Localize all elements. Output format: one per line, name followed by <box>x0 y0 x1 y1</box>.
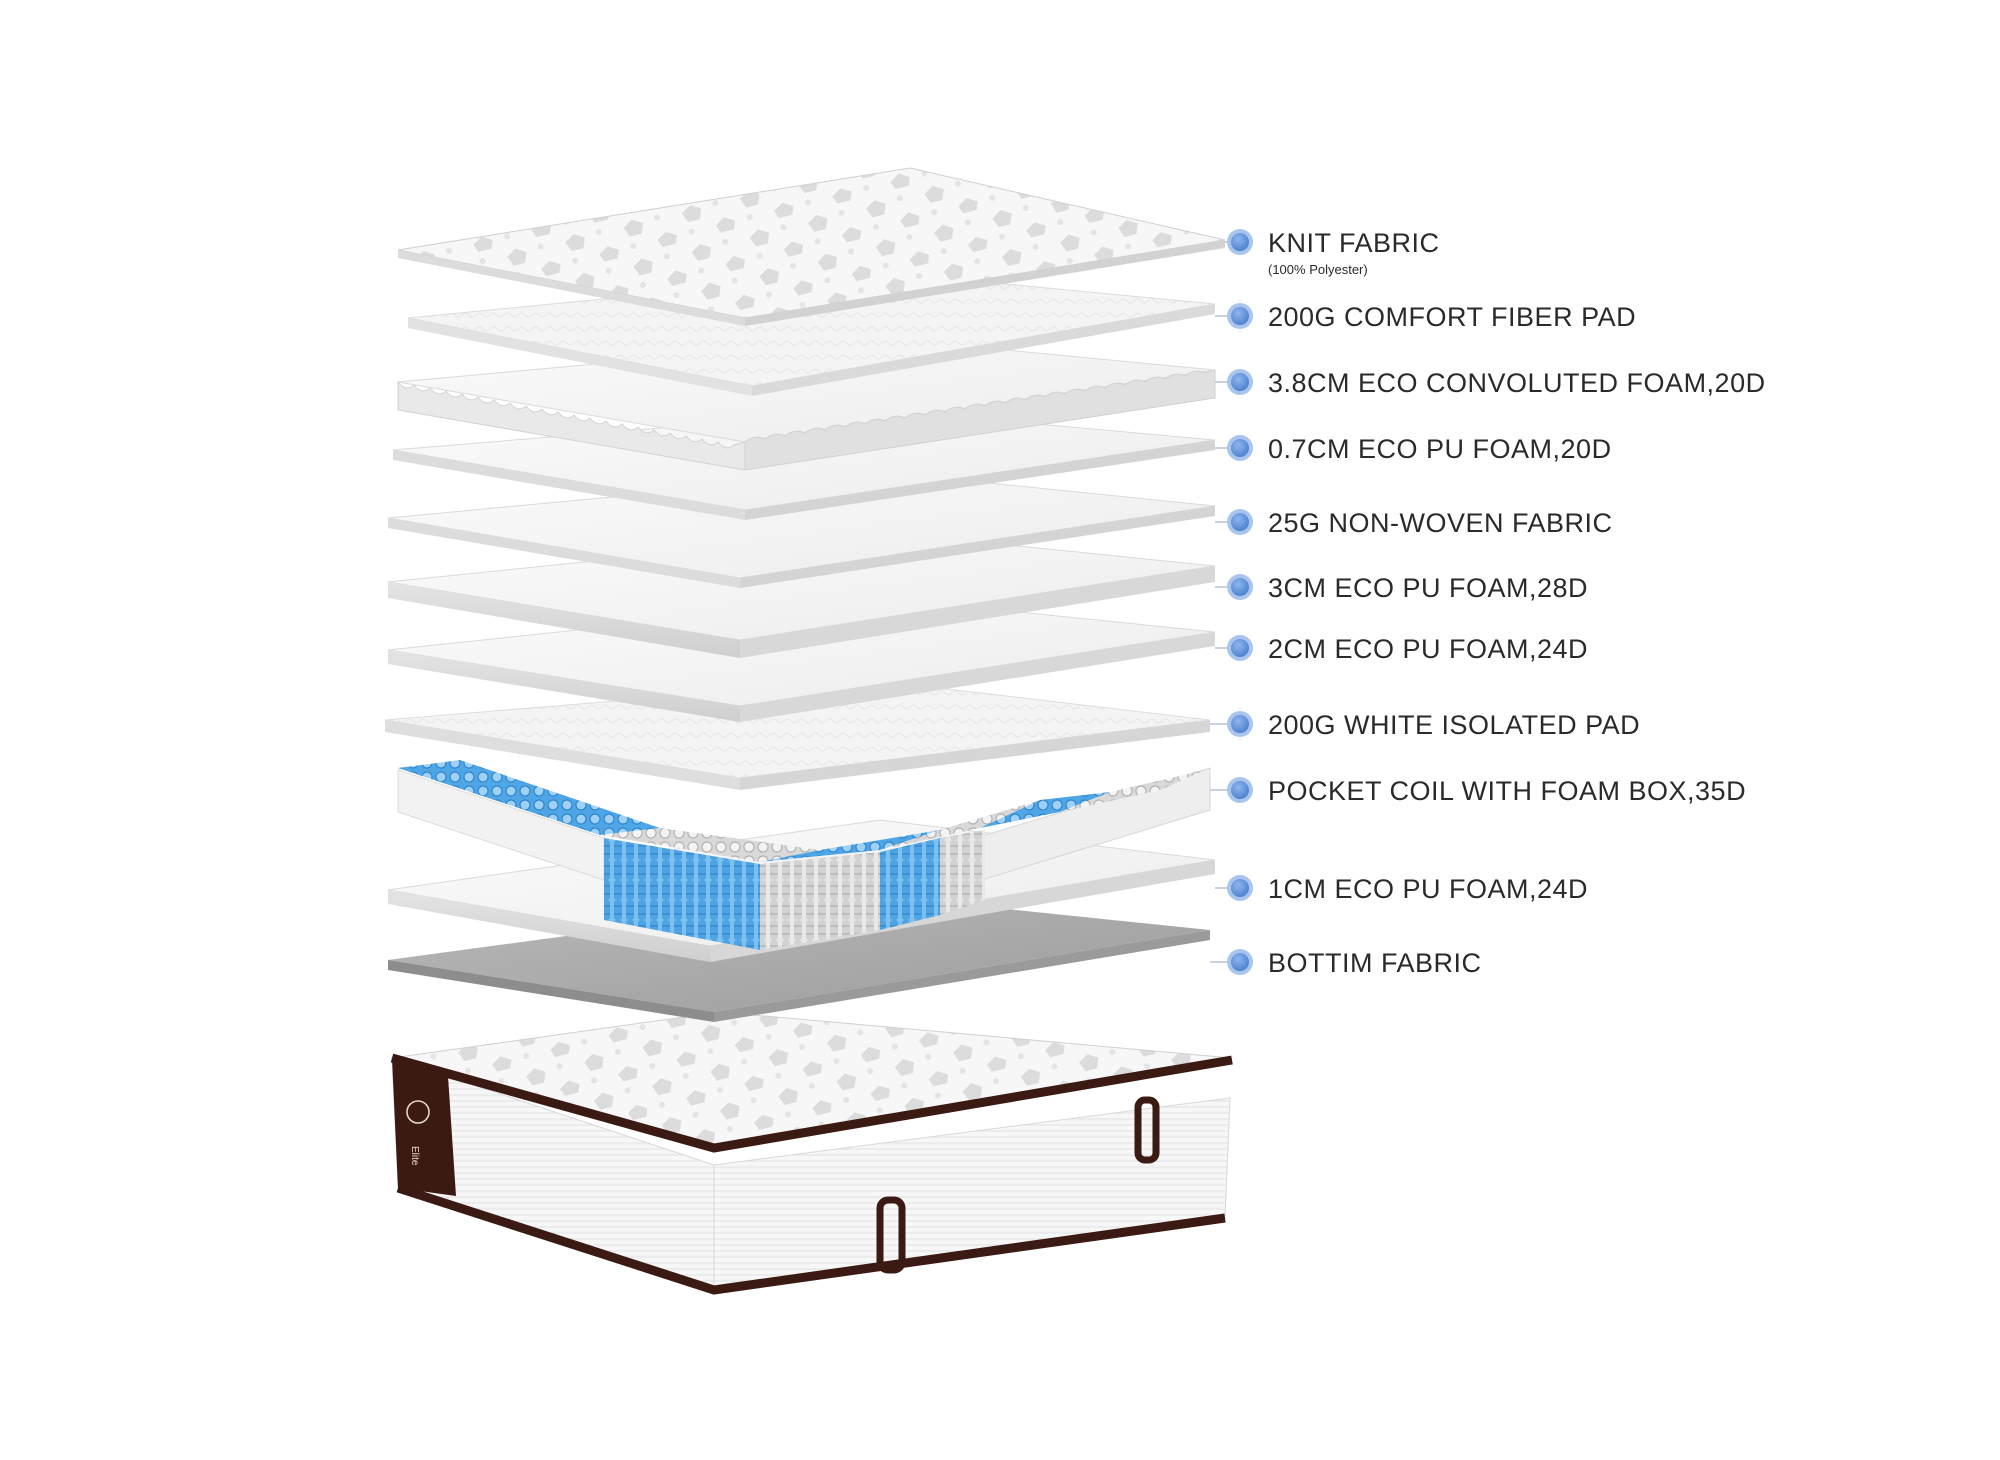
layer-3cm-pu-foam <box>387 531 1216 658</box>
layer-label-pu07: 0.7CM ECO PU FOAM,20D <box>1268 434 1612 464</box>
label-dot-knit <box>1231 233 1249 251</box>
label-dot-pu1 <box>1231 879 1249 897</box>
layer-white-isolated-pad <box>384 679 1211 790</box>
coil-top-white-2 <box>880 800 1040 850</box>
layer-label-isolated: 200G WHITE ISOLATED PAD <box>1268 710 1640 740</box>
layer-knit-fabric <box>397 167 1226 326</box>
coil-top-white-3 <box>1060 770 1205 812</box>
brand-logo: Elite <box>406 1100 430 1166</box>
layer-labels: KNIT FABRIC (100% Polyester) 200G COMFORT … <box>1210 228 1766 978</box>
layer-label-coil: POCKET COIL WITH FOAM BOX,35D <box>1268 776 1746 806</box>
layer-label-nonwoven: 25G NON-WOVEN FABRIC <box>1268 508 1613 538</box>
mattress-corner-panel <box>392 1058 456 1196</box>
layer-pocket-coil <box>397 760 1211 950</box>
coil-top-blue-2 <box>760 830 940 862</box>
mattress-top-piping <box>390 1053 1233 1153</box>
layer-label-knit: KNIT FABRIC <box>1268 228 1440 258</box>
mattress-handle-side <box>1134 1096 1160 1164</box>
coil-top-white-1 <box>600 828 820 862</box>
label-dot-bottom <box>1231 953 1249 971</box>
label-dot-isolated <box>1231 715 1249 733</box>
label-dot-coil <box>1231 781 1249 799</box>
layer-bottom-fabric <box>388 895 1210 1022</box>
coil-side-white-2 <box>940 830 985 915</box>
layer-label-pu2: 2CM ECO PU FOAM,24D <box>1268 634 1588 664</box>
mattress-handle-front <box>876 1196 906 1274</box>
layer-label-pu1: 1CM ECO PU FOAM,24D <box>1268 874 1588 904</box>
coil-top-blue-1 <box>398 760 660 835</box>
layer-label-fiber: 200G COMFORT FIBER PAD <box>1268 302 1636 332</box>
mattress-bottom-border <box>396 1183 1226 1295</box>
label-dot-nonwoven <box>1231 513 1249 531</box>
label-dot-fiber <box>1231 307 1249 325</box>
layer-label-convoluted: 3.8CM ECO CONVOLUTED FOAM,20D <box>1268 368 1766 398</box>
layer-2cm-pu-foam <box>387 597 1216 722</box>
coil-side-blue-2 <box>880 838 940 930</box>
label-dot-pu3 <box>1231 578 1249 596</box>
coil-top-blue-3 <box>980 792 1110 828</box>
layer-comfort-fiber-pad <box>407 271 1216 396</box>
assembled-mattress: Elite <box>390 1011 1233 1295</box>
label-dot-convoluted <box>1231 373 1249 391</box>
layer-sublabel-knit: (100% Polyester) <box>1268 262 1368 277</box>
label-dot-pu07 <box>1231 439 1249 457</box>
layer-label-bottom: BOTTIM FABRIC <box>1268 948 1482 978</box>
coil-side-blue-1 <box>604 838 760 950</box>
layer-label-pu3: 3CM ECO PU FOAM,28D <box>1268 573 1588 603</box>
coil-side-white-1 <box>760 852 880 950</box>
label-dot-pu2 <box>1231 639 1249 657</box>
svg-text:Elite: Elite <box>409 1146 420 1166</box>
